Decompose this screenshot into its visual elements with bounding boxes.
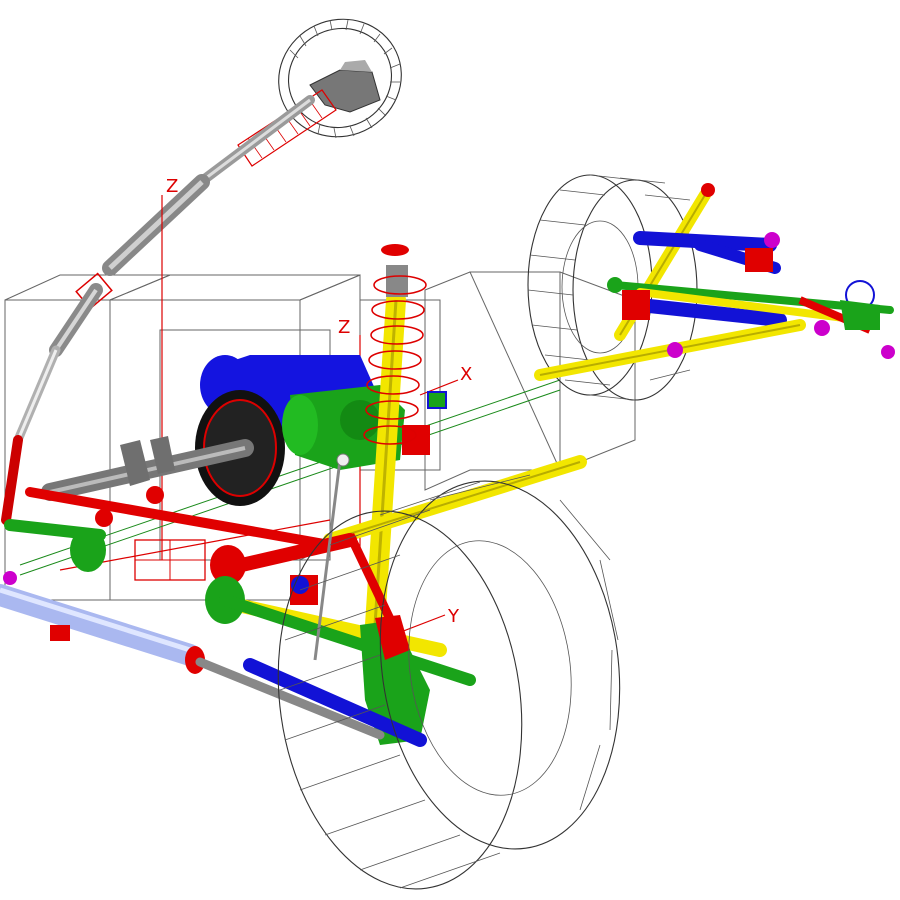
crankshaft[interactable] (41, 436, 254, 501)
axis-label-x-strut: X (460, 364, 472, 385)
front-strut[interactable] (363, 244, 427, 635)
front-wheel[interactable] (255, 465, 643, 900)
coordinate-axes: Z Z X Y (59, 176, 472, 641)
axis-label-z-upper: Z (166, 176, 178, 197)
tie-lines (19, 379, 561, 576)
steering-rack[interactable] (0, 571, 385, 740)
steering-column[interactable] (1, 89, 337, 525)
axis-label-y-front: Y (447, 606, 460, 627)
rear-suspension[interactable] (534, 183, 895, 381)
front-suspension[interactable] (4, 453, 587, 747)
axis-label-z-strut: Z (338, 317, 350, 338)
steering-wheel[interactable] (259, 0, 420, 157)
